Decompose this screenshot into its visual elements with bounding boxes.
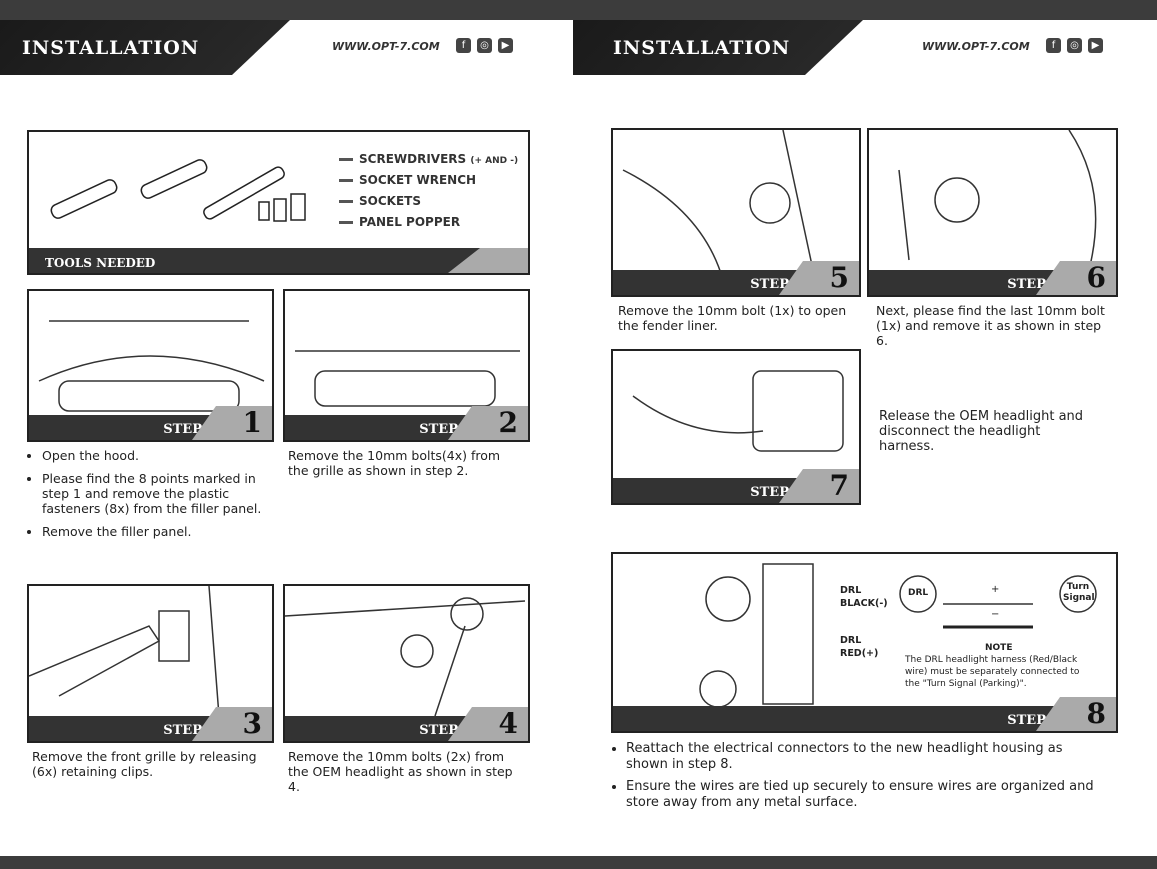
turn-signal-bulb-label: Turn Signal <box>1063 582 1095 603</box>
website-link[interactable]: WWW.OPT-7.COM <box>332 40 440 53</box>
page-title: INSTALLATION <box>613 37 791 59</box>
note-text: The DRL headlight harness (Red/Black wir… <box>905 655 1080 689</box>
tool-item: PANEL POPPER <box>339 215 518 236</box>
step-6-instructions: Next, please find the last 10mm bolt (1x… <box>876 303 1105 348</box>
youtube-icon[interactable]: ▶ <box>498 38 513 53</box>
note-title: NOTE <box>985 643 1013 653</box>
step-8-instructions: Reattach the electrical connectors to th… <box>598 741 1096 811</box>
tool-item: SOCKETS <box>339 194 518 215</box>
step-number: 6 <box>1036 261 1116 295</box>
step-1-instructions: Open the hood. Please find the 8 points … <box>14 448 272 539</box>
website-link[interactable]: WWW.OPT-7.COM <box>922 40 1030 53</box>
plus-symbol: + <box>991 584 1000 595</box>
drl-black-label: DRL BLACK(-) <box>840 585 888 609</box>
step-2-instructions: Remove the 10mm bolts(4x) from the grill… <box>288 448 501 478</box>
page-title: INSTALLATION <box>22 37 200 59</box>
drl-red-label: DRL RED(+) <box>840 635 879 659</box>
tool-item: SCREWDRIVERS (+ AND -) <box>339 152 518 173</box>
facebook-icon[interactable]: f <box>1046 38 1061 53</box>
tool-item: SOCKET WRENCH <box>339 173 518 194</box>
step-number: 1 <box>192 406 272 440</box>
instagram-icon[interactable]: ◎ <box>477 38 492 53</box>
step-5-instructions: Remove the 10mm bolt (1x) to open the fe… <box>618 303 847 333</box>
step-4-instructions: Remove the 10mm bolts (2x) from the OEM … <box>288 749 513 794</box>
bottom-bar <box>0 856 1157 869</box>
step-8-figure: DRL BLACK(-) DRL RED(+) DRL Turn Signal … <box>611 552 1118 733</box>
tools-needed-box: SCREWDRIVERS (+ AND -) SOCKET WRENCH SOC… <box>27 130 530 275</box>
tools-bar: TOOLS NEEDED <box>29 248 528 273</box>
tools-illustration <box>50 159 306 222</box>
minus-symbol: − <box>991 609 1000 620</box>
step-7-instructions: Release the OEM headlight and disconnect… <box>879 409 1084 454</box>
top-bar <box>0 0 1157 20</box>
step-3-instructions: Remove the front grille by releasing (6x… <box>32 749 257 779</box>
youtube-icon[interactable]: ▶ <box>1088 38 1103 53</box>
facebook-icon[interactable]: f <box>456 38 471 53</box>
step-number: 7 <box>779 469 859 503</box>
drl-bulb-label: DRL <box>908 588 929 598</box>
instagram-icon[interactable]: ◎ <box>1067 38 1082 53</box>
